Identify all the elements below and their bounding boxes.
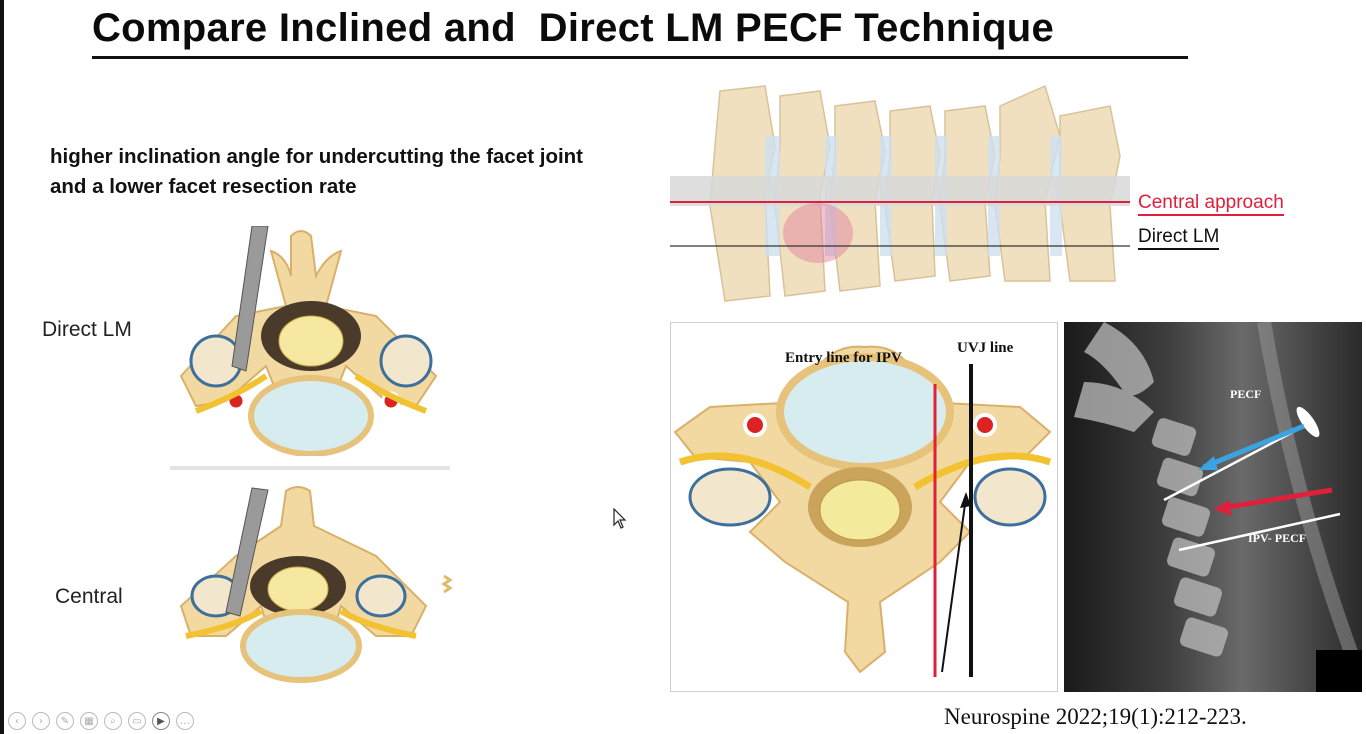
uvj-line-label: UVJ line bbox=[957, 340, 1014, 356]
back-icon[interactable]: ‹ bbox=[8, 712, 26, 730]
vertebra-entry-line-figure: Entry line for IPV UVJ line bbox=[670, 322, 1058, 692]
title-underline bbox=[92, 56, 1188, 59]
zoom-icon[interactable]: ⌕ bbox=[104, 712, 122, 730]
spine-lateral-figure bbox=[670, 76, 1130, 308]
pen-icon[interactable]: ✎ bbox=[56, 712, 74, 730]
presentation-controls: ‹ › ✎ ▦ ⌕ ▭ ▶ … bbox=[8, 712, 194, 730]
xray-ipv-pecf-label: IPV- PECF bbox=[1248, 531, 1306, 545]
description-line-2: and a lower facet resection rate bbox=[50, 175, 357, 198]
description-line-1: higher inclination angle for undercuttin… bbox=[50, 145, 584, 168]
xray-pecf-label: PECF bbox=[1230, 387, 1261, 401]
citation: Neurospine 2022;19(1):212-223. bbox=[944, 704, 1247, 729]
vertebra-central-figure bbox=[179, 486, 453, 683]
slide-description: higher inclination angle for undercuttin… bbox=[50, 142, 670, 202]
subtitles-icon[interactable]: ▭ bbox=[128, 712, 146, 730]
mouse-cursor-icon bbox=[613, 508, 627, 529]
entry-line-label: Entry line for IPV bbox=[785, 350, 902, 366]
label-direct-lm: Direct LM bbox=[42, 318, 132, 341]
camera-icon[interactable]: ▶ bbox=[152, 712, 170, 730]
forward-icon[interactable]: › bbox=[32, 712, 50, 730]
more-icon[interactable]: … bbox=[176, 712, 194, 730]
legend-central-approach: Central approach bbox=[1138, 192, 1284, 216]
legend-direct-lm: Direct LM bbox=[1138, 226, 1220, 250]
left-edge-bar bbox=[0, 0, 4, 734]
label-central: Central bbox=[55, 585, 123, 608]
slides-icon[interactable]: ▦ bbox=[80, 712, 98, 730]
vertebra-direct-lm-figure bbox=[179, 226, 438, 456]
figure-divider bbox=[170, 466, 450, 470]
slide-title: Compare Inclined and Direct LM PECF Tech… bbox=[92, 6, 1055, 50]
xray-figure: PECF IPV- PECF bbox=[1064, 322, 1362, 692]
